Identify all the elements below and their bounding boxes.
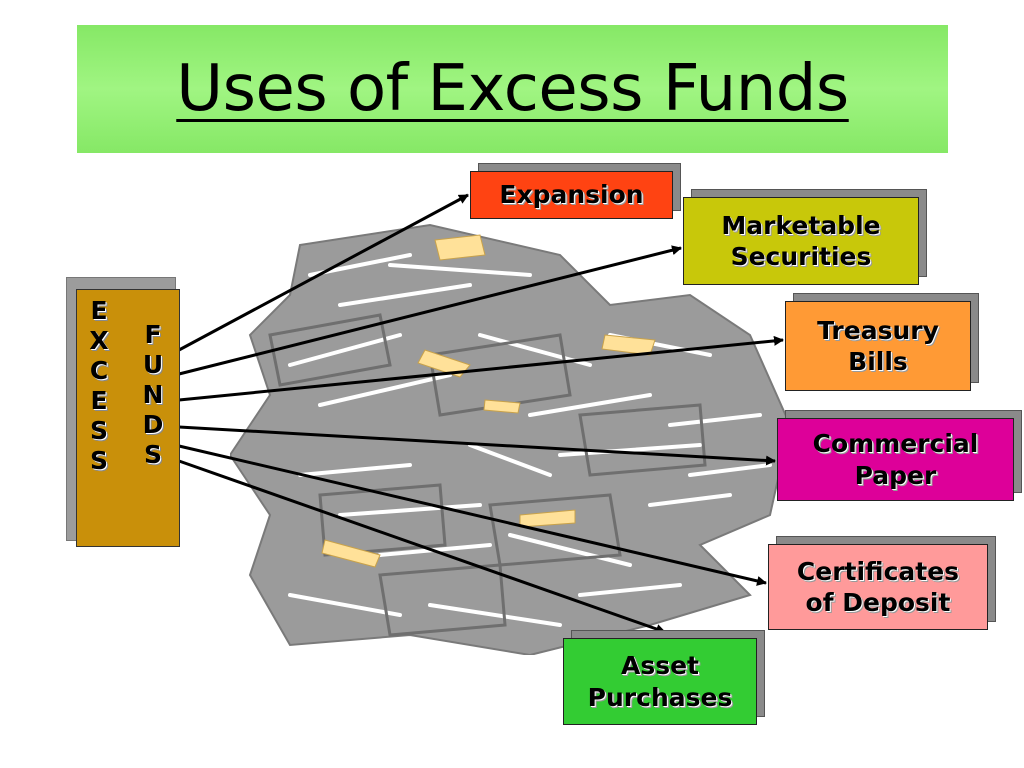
use-label-certificates-of-deposit: Certificates of Deposit	[768, 544, 988, 630]
excess-letter: C	[89, 356, 109, 385]
use-label-asset-purchases: Asset Purchases	[563, 638, 757, 725]
use-box-marketable-securities: Marketable Securities	[683, 189, 927, 285]
excess-letter: S	[89, 416, 108, 445]
funds-letter: S	[143, 440, 162, 469]
arrow-5	[178, 459, 666, 634]
excess-letter: E	[90, 386, 108, 415]
use-box-certificates-of-deposit: Certificates of Deposit	[768, 536, 996, 630]
funds-word: F U N D S	[139, 320, 167, 470]
arrow-0	[178, 193, 469, 352]
funds-letter: U	[142, 350, 164, 379]
excess-word: E X C E S S	[85, 296, 113, 476]
excess-funds-panel: E X C E S S F U N D S	[76, 289, 180, 547]
excess-letter: S	[89, 446, 108, 475]
use-label-commercial-paper: Commercial Paper	[777, 418, 1014, 501]
excess-letter: E	[90, 296, 108, 325]
excess-letter: X	[89, 326, 109, 355]
use-label-expansion: Expansion	[470, 171, 673, 219]
use-box-asset-purchases: Asset Purchases	[563, 630, 765, 725]
arrow-1	[178, 245, 682, 376]
use-box-expansion: Expansion	[470, 163, 681, 219]
funds-letter: N	[142, 380, 164, 409]
funds-letter: D	[142, 410, 164, 439]
arrow-4	[178, 444, 767, 586]
use-box-treasury-bills: Treasury Bills	[785, 293, 979, 391]
excess-funds-box: E X C E S S F U N D S	[66, 277, 180, 547]
use-label-treasury-bills: Treasury Bills	[785, 301, 971, 391]
use-label-marketable-securities: Marketable Securities	[683, 197, 919, 285]
money-stack-illustration	[230, 223, 792, 655]
arrow-2	[178, 335, 784, 402]
use-box-commercial-paper: Commercial Paper	[777, 410, 1022, 501]
slide-title: Uses of Excess Funds	[176, 52, 849, 126]
arrow-3	[178, 425, 776, 466]
funds-letter: F	[144, 320, 162, 349]
title-band: Uses of Excess Funds	[77, 25, 948, 153]
